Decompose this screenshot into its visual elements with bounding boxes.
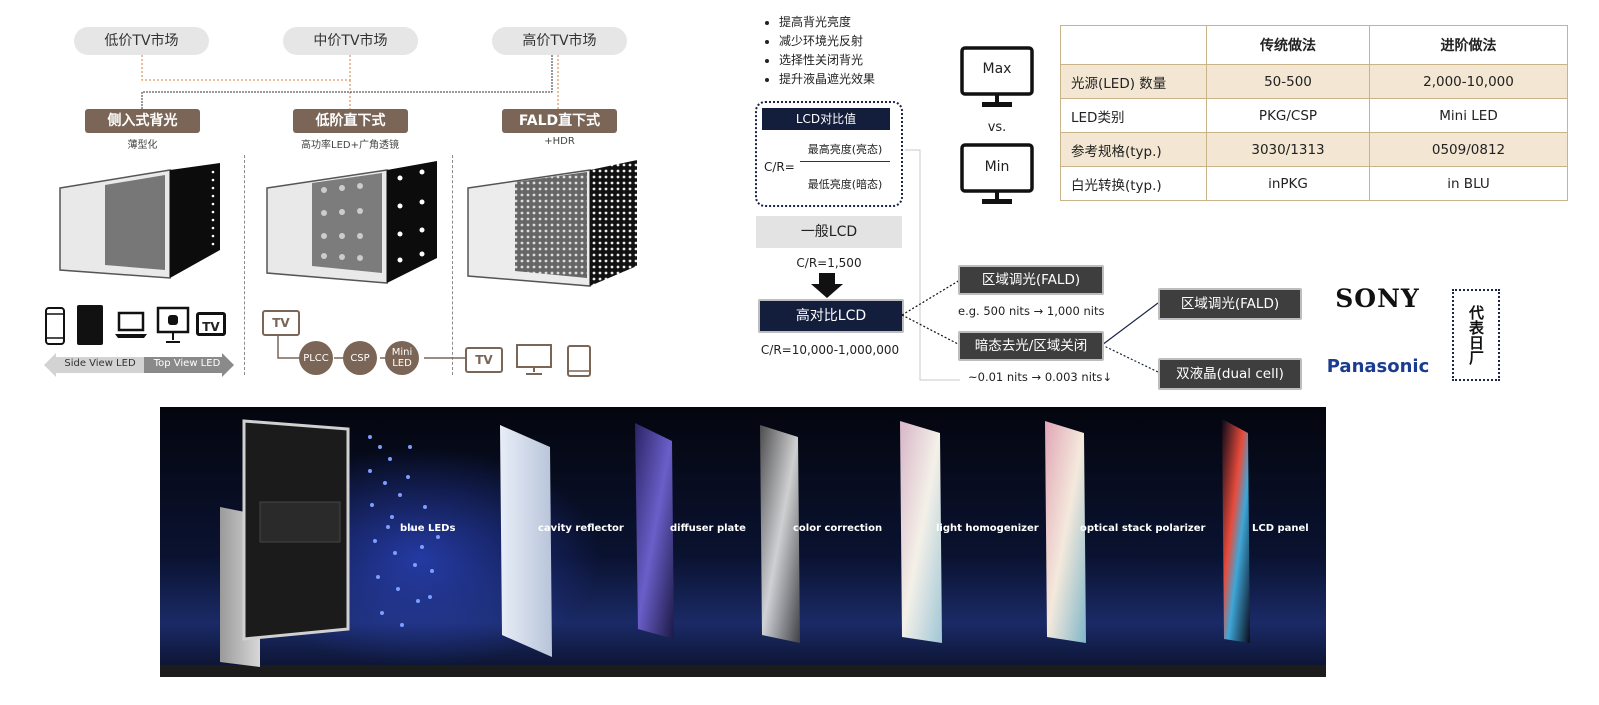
table-header: [1060, 25, 1207, 65]
table-cell: 光源(LED) 数量: [1060, 64, 1207, 99]
laptop-icon: [115, 311, 147, 338]
layer-label-diffuser-plate: diffuser plate: [670, 523, 746, 534]
bullet-3: 选择性关闭背光: [779, 51, 875, 70]
max-brightness-label: 最高亮度(亮态): [800, 139, 890, 162]
monitor-max-label: Max: [982, 61, 1012, 77]
layer-stack-image: blue LEDs cavity reflector diffuser plat…: [160, 407, 1326, 677]
direct-lit-tag: 低阶直下式: [293, 109, 408, 133]
layer-stack-svg: [160, 419, 1326, 677]
table-cell: 2,000-10,000: [1369, 64, 1568, 99]
monitor-min-label: Min: [984, 159, 1010, 175]
sony-logo: SONY: [1335, 284, 1420, 313]
monitor-min-icon: [960, 143, 1034, 204]
cr-label: C/R=: [764, 160, 795, 174]
bullet-2: 减少环境光反射: [779, 32, 875, 51]
dark-state-example: ~0.01 nits → 0.003 nits↓: [968, 370, 1113, 384]
normal-lcd-cr: C/R=1,500: [796, 256, 862, 270]
table-row: 白光转换(typ.) inPKG in BLU: [1060, 166, 1568, 201]
right-fald-tag: 区域调光(FALD): [1158, 288, 1302, 320]
column-divider-2: [452, 155, 453, 375]
market-low-pill: 低价TV市场: [74, 27, 209, 55]
table-cell: 白光转换(typ.): [1060, 166, 1207, 201]
top-view-led-label: Top View LED: [153, 358, 221, 369]
market-mid-pill: 中价TV市场: [283, 27, 418, 55]
tablet-icon-brown: [567, 345, 591, 377]
package-mini-led: Mini LED: [385, 341, 419, 375]
market-connector-lines: [141, 55, 559, 110]
monitor-icon-brown: [516, 344, 552, 375]
table-cell: PKG/CSP: [1206, 98, 1370, 133]
layer-label-blue-leds: blue LEDs: [400, 523, 456, 534]
min-brightness-label: 最低亮度(暗态): [807, 178, 883, 191]
table-cell: 参考规格(typ.): [1060, 132, 1207, 167]
layer-label-cavity-reflector: cavity reflector: [538, 523, 624, 534]
normal-lcd-box: 一般LCD: [756, 216, 902, 248]
dual-cell-tag: 双液晶(dual cell): [1158, 358, 1302, 390]
market-high-pill: 高价TV市场: [492, 27, 627, 55]
edge-lit-panel-illustration: [59, 163, 220, 279]
table-header: 进阶做法: [1369, 25, 1568, 65]
table-cell: in BLU: [1369, 166, 1568, 201]
tv-icon-black: TV: [196, 312, 226, 336]
package-csp: CSP: [343, 341, 377, 375]
fald-example: e.g. 500 nits → 1,000 nits: [958, 304, 1105, 318]
high-contrast-lcd-box: 高对比LCD: [758, 299, 904, 333]
representative-japanese-makers: 代表日厂: [1452, 289, 1500, 381]
edge-lit-tag: 侧入式背光: [85, 109, 200, 133]
table-cell: 0509/0812: [1369, 132, 1568, 167]
monitor-max-icon: [960, 46, 1034, 107]
layer-label-lcd-panel: LCD panel: [1252, 523, 1309, 534]
table-header: 传统做法: [1206, 25, 1370, 65]
layer-label-light-homogenizer: light homogenizer: [936, 523, 1039, 534]
table-row: 光源(LED) 数量 50-500 2,000-10,000: [1060, 64, 1568, 99]
contrast-formula-header: LCD对比值: [762, 108, 890, 130]
direct-lit-sub: 高功率LED+广角透镜: [301, 140, 399, 151]
tv-icon-brown-left: TV: [262, 310, 300, 336]
dark-state-tag: 暗态去光/区域关闭: [958, 331, 1104, 361]
side-view-led-label: Side View LED: [64, 358, 136, 369]
fald-dimming-tag: 区域调光(FALD): [958, 265, 1104, 295]
vs-label: vs.: [987, 120, 1007, 135]
high-contrast-lcd-cr: C/R=10,000-1,000,000: [760, 343, 900, 357]
bullet-4: 提升液晶遮光效果: [779, 70, 875, 89]
improvement-bullets: 提高背光亮度 减少环境光反射 选择性关闭背光 提升液晶遮光效果: [763, 13, 875, 89]
side-top-view-arrow: [44, 353, 234, 377]
contrast-formula-box: [755, 101, 903, 207]
column-divider-1: [244, 155, 245, 375]
table-header-row: 传统做法 进阶做法: [1060, 25, 1568, 65]
fald-panel-illustration: [467, 160, 637, 287]
desktop-icon: [156, 306, 190, 343]
branch-connector-lines: [901, 149, 1159, 381]
tv-icon-brown-right: TV: [465, 347, 503, 373]
phone-icon: [45, 307, 65, 345]
package-plcc: PLCC: [299, 341, 333, 375]
table-cell: 50-500: [1206, 64, 1370, 99]
table-cell: LED类别: [1060, 98, 1207, 133]
layer-label-color-correction: color correction: [793, 523, 883, 534]
table-row: 参考规格(typ.) 3030/1313 0509/0812: [1060, 132, 1568, 167]
layer-label-optical-stack-polarizer: optical stack polarizer: [1080, 523, 1206, 534]
table-cell: inPKG: [1206, 166, 1370, 201]
fald-lit-tag: FALD直下式: [502, 109, 617, 133]
edge-lit-sub: 薄型化: [127, 140, 158, 151]
down-arrow: [811, 273, 843, 298]
tablet-icon: [77, 305, 103, 345]
comparison-table: 传统做法 进阶做法 光源(LED) 数量 50-500 2,000-10,000…: [1060, 25, 1568, 201]
direct-lit-panel-illustration: [266, 161, 437, 284]
panasonic-logo: Panasonic: [1326, 356, 1430, 377]
table-row: LED类别 PKG/CSP Mini LED: [1060, 98, 1568, 133]
table-cell: 3030/1313: [1206, 132, 1370, 167]
table-cell: Mini LED: [1369, 98, 1568, 133]
fald-lit-sub: +HDR: [544, 136, 575, 147]
bullet-1: 提高背光亮度: [779, 13, 875, 32]
